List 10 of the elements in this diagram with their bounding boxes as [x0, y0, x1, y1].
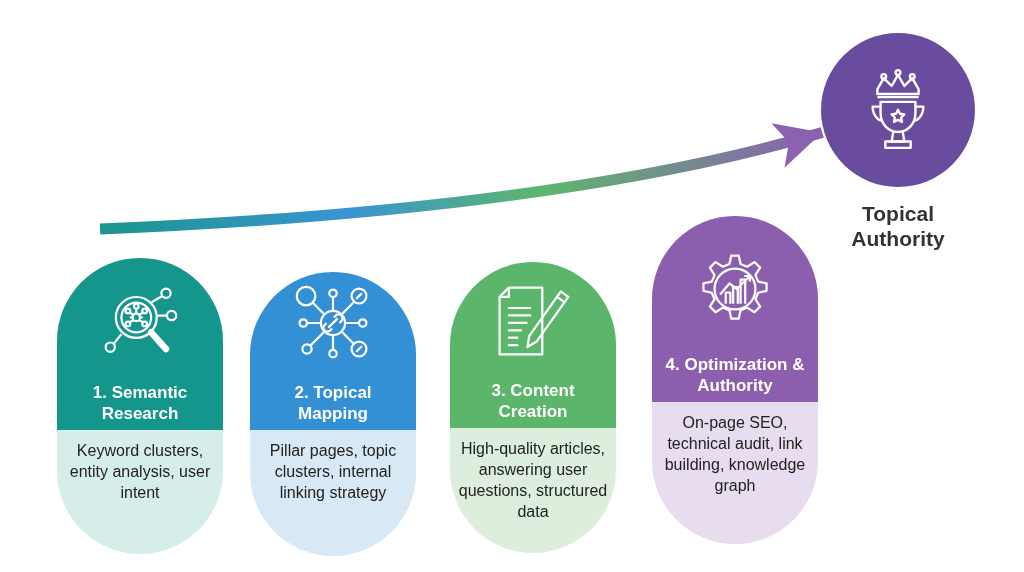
- step-title: 2. Topical Mapping: [293, 382, 373, 424]
- step-description: High-quality articles, answering user questions, structured data: [457, 439, 609, 522]
- step-title: 1. Semantic Research: [91, 382, 189, 424]
- step-title: 3. Content Creation: [490, 380, 576, 422]
- step-description: Keyword clusters, entity analysis, user intent: [68, 441, 212, 503]
- step-description: Pillar pages, topic clusters, internal linking strategy: [268, 441, 398, 503]
- growth-arrow: [99, 122, 824, 235]
- goal-title: Topical Authority: [850, 201, 946, 251]
- step-description: On-page SEO, technical audit, link building, knowledge graph: [663, 413, 807, 496]
- step-title: 4. Optimization & Authority: [664, 354, 806, 396]
